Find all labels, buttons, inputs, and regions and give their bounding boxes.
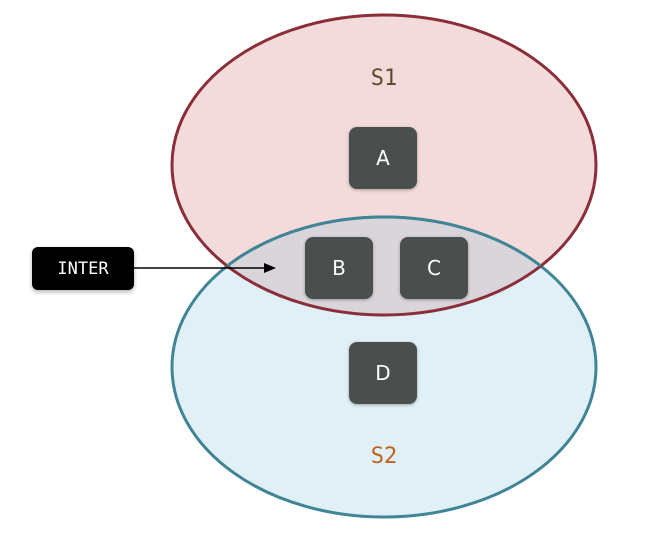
inter-callout: INTER [32,247,134,290]
intersection-region [172,217,596,315]
element-c: C [400,237,468,299]
set-s2-label: S2 [370,444,398,469]
element-d: D [349,342,417,404]
element-b: B [305,237,373,299]
set-s2-outline-overlap-left [172,215,385,315]
set-s1-label: S1 [370,66,398,91]
arrow-head-icon [264,263,276,273]
set-s2-outline-overlap-right [383,215,596,315]
set-s1-outline [170,13,598,317]
element-a: A [349,127,417,189]
